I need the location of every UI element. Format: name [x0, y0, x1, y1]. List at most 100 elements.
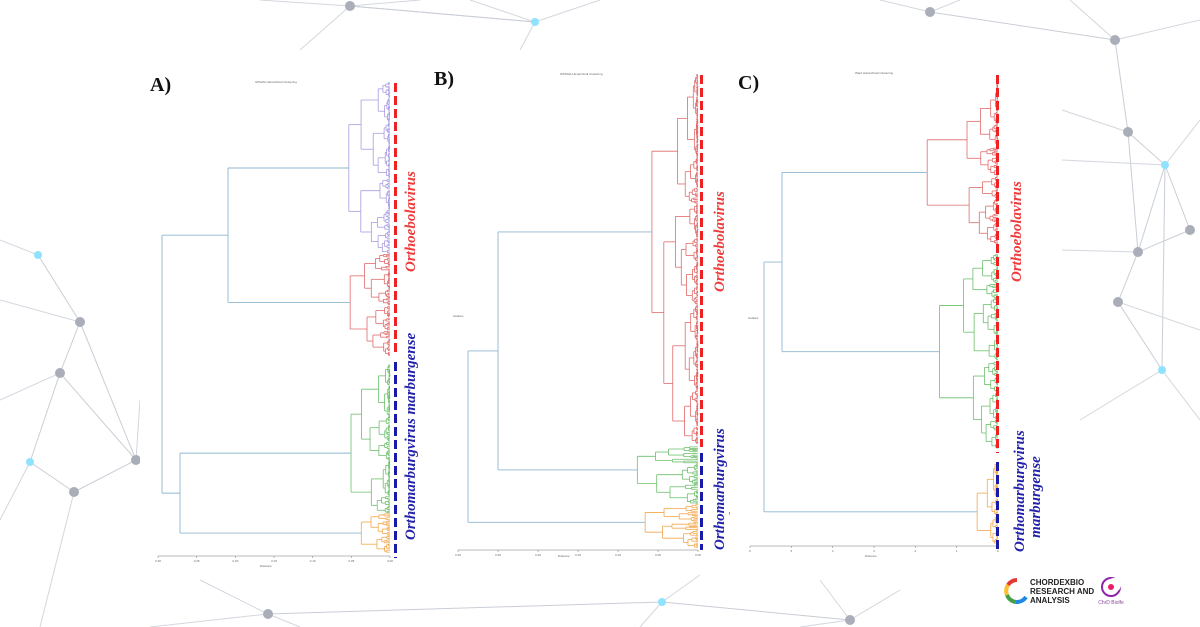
network-node [658, 598, 666, 606]
network-edge [1114, 39, 1129, 133]
network-node [531, 18, 539, 26]
x-tick-label: 2 [914, 549, 916, 553]
network-edge [349, 5, 536, 23]
group-label-marburg-a: Orthomarburgvirus marburgense [403, 332, 419, 540]
panel-letter-b: B) [434, 68, 454, 90]
network-edge [1079, 369, 1163, 421]
network-edge [819, 579, 851, 621]
network-edge [259, 0, 351, 7]
network-node [1110, 35, 1120, 45]
chordexbio-logo-text: CHORDEXBIO RESEARCH AND ANALYSIS [1030, 578, 1095, 605]
panel-letter-c: C) [738, 72, 760, 94]
group-label-marburg-c: Orthomarburgvirus marburgense [1012, 430, 1044, 552]
network-edge [73, 459, 137, 493]
y-label-c: Isolates [748, 316, 759, 320]
x-tick-label: 3 [873, 549, 875, 553]
axis-label-c: Distance [865, 554, 877, 558]
network-edge [519, 21, 536, 51]
network-node [925, 7, 935, 17]
network-edge [1137, 164, 1166, 253]
network-edge [59, 321, 81, 374]
network-edge [135, 399, 141, 461]
group-bar-orthoebolavirus-b [700, 75, 703, 447]
x-tick-label: 0.00 [695, 553, 701, 557]
network-edge [1117, 301, 1200, 331]
x-tick-label: 0.30 [155, 559, 161, 563]
network-edge [534, 0, 601, 23]
network-node [1133, 247, 1143, 257]
x-tick-label: 4 [832, 549, 834, 553]
network-node [1123, 127, 1133, 137]
x-tick-label: 0.05 [348, 559, 354, 563]
network-edge [59, 372, 137, 461]
x-tick-label: 0.25 [194, 559, 200, 563]
network-edge [0, 299, 81, 323]
network-edge [79, 321, 137, 461]
network-node [1185, 225, 1195, 235]
dendrogram-panel-c: 6543210 C) Ward Hierarchical Clustering … [730, 64, 1010, 564]
dendrogram-c: 6543210 [749, 84, 999, 553]
x-tick-label: 0.10 [615, 553, 621, 557]
network-edge [0, 372, 61, 401]
network-edge [1117, 301, 1163, 371]
x-tick-label: 6 [749, 549, 751, 553]
network-edge [1069, 0, 1116, 41]
network-edge [349, 0, 421, 7]
network-node [1113, 297, 1123, 307]
network-edge [1127, 131, 1139, 253]
x-tick-label: 0.20 [535, 553, 541, 557]
network-edge [639, 601, 663, 627]
network-node [26, 458, 34, 466]
network-edge [1061, 109, 1129, 133]
network-edge [849, 589, 901, 621]
network-edge [29, 461, 75, 493]
network-edge [661, 601, 851, 621]
x-tick-label: 0.20 [232, 559, 238, 563]
network-edge [299, 5, 351, 51]
network-node [263, 609, 273, 619]
x-tick-label: 0.25 [495, 553, 501, 557]
partner-logo-text: ChrD Biolfe [1098, 600, 1124, 606]
axis-label-b: Distance [558, 554, 570, 558]
network-edge [929, 0, 961, 13]
network-edge [37, 254, 81, 323]
network-edge [929, 11, 1116, 41]
network-edge [661, 574, 701, 603]
network-edge [1117, 251, 1139, 303]
group-label-orthoebolavirus-c: Orthoebolavirus [1009, 181, 1025, 282]
panel-title-b: WPGMA Hierarchical Clustering [560, 72, 603, 76]
network-edge [1164, 119, 1200, 166]
group-bar-orthoebolavirus-a [394, 83, 397, 353]
network-node [845, 615, 855, 625]
network-edge [149, 613, 269, 627]
network-edge [1061, 249, 1139, 253]
network-node [34, 251, 42, 259]
chordexbio-logo-icon [1004, 578, 1028, 604]
panel-title-c: Ward Hierarchical Clustering [855, 71, 894, 75]
x-tick-label: 0.30 [455, 553, 461, 557]
network-edge [1161, 369, 1200, 421]
network-edge [1164, 164, 1191, 231]
x-tick-label: 5 [790, 549, 792, 553]
network-edge [879, 0, 931, 13]
network-edge [29, 372, 61, 463]
network-edge [1161, 164, 1166, 371]
network-edge [1061, 159, 1166, 166]
x-tick-label: 0.00 [387, 559, 393, 563]
network-node [69, 487, 79, 497]
network-edge [39, 491, 75, 627]
x-tick-label: 0.15 [271, 559, 277, 563]
group-bar-marburg-a [394, 362, 397, 558]
network-edge [1137, 229, 1191, 253]
chordexbio-logo: CHORDEXBIO RESEARCH AND ANALYSIS ChrD Bi… [1004, 576, 1194, 610]
x-tick-label: 0.05 [655, 553, 661, 557]
network-edge [469, 0, 536, 23]
network-edge [267, 613, 301, 627]
network-edge [0, 239, 39, 256]
panel-title-a: UPGMA Hierarchical Clustering [255, 80, 297, 84]
group-bar-marburg-b [700, 453, 703, 550]
